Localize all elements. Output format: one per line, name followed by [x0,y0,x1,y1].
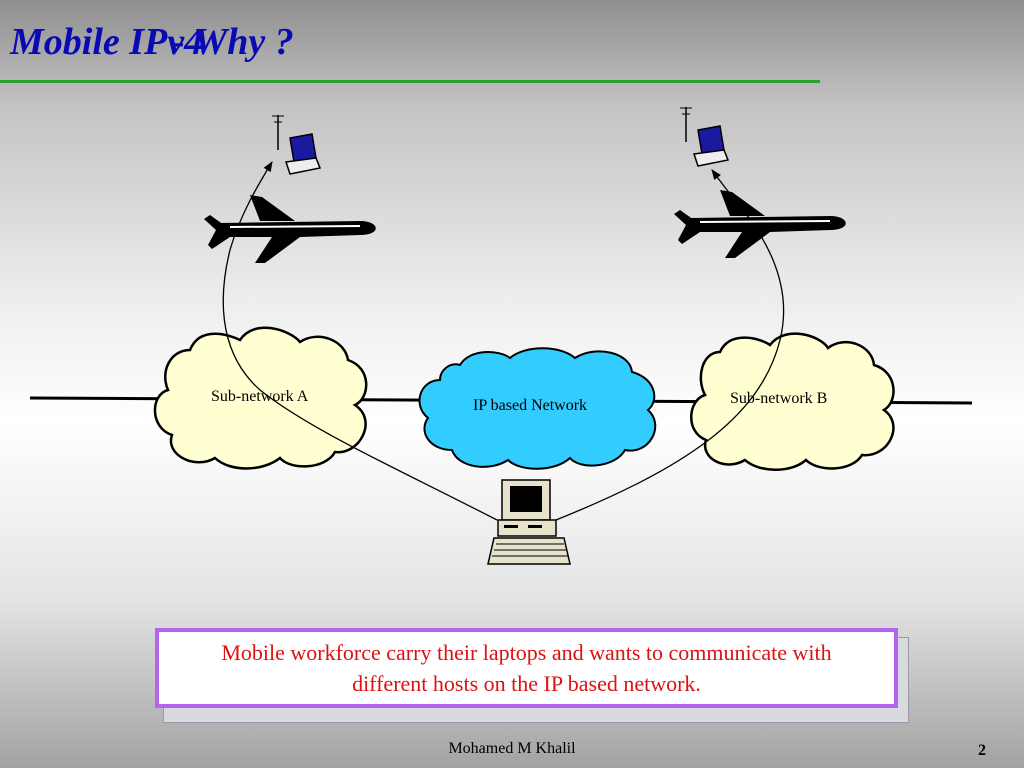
title-overlay: - Why ? [172,21,294,63]
title-underline [0,80,820,83]
subnet-a-label: Sub-network A [211,388,309,405]
airplane-right-icon [674,190,846,258]
ip-network-label: IP based Network [473,397,588,414]
subnet-b-label: Sub-network B [730,390,828,407]
page-number: 2 [978,742,986,759]
callout-box: Mobile workforce carry their laptops and… [155,628,898,708]
footer-author: Mohamed M Khalil [448,740,576,757]
callout-text: Mobile workforce carry their laptops and… [221,640,832,696]
slide-title: Mobile IPv4 - Why ? [10,16,810,76]
laptop-antenna-left-icon [272,115,322,175]
airplane-left-icon [204,195,376,263]
laptop-antenna-right-icon [680,107,730,167]
subnet-a-cloud [153,326,368,470]
title-main: Mobile IPv4 [10,21,204,63]
desktop-host-icon [487,479,571,565]
arrow-host-to-laptop-a [222,161,498,521]
subnet-b-cloud [690,332,895,471]
ip-network-cloud [418,347,657,470]
